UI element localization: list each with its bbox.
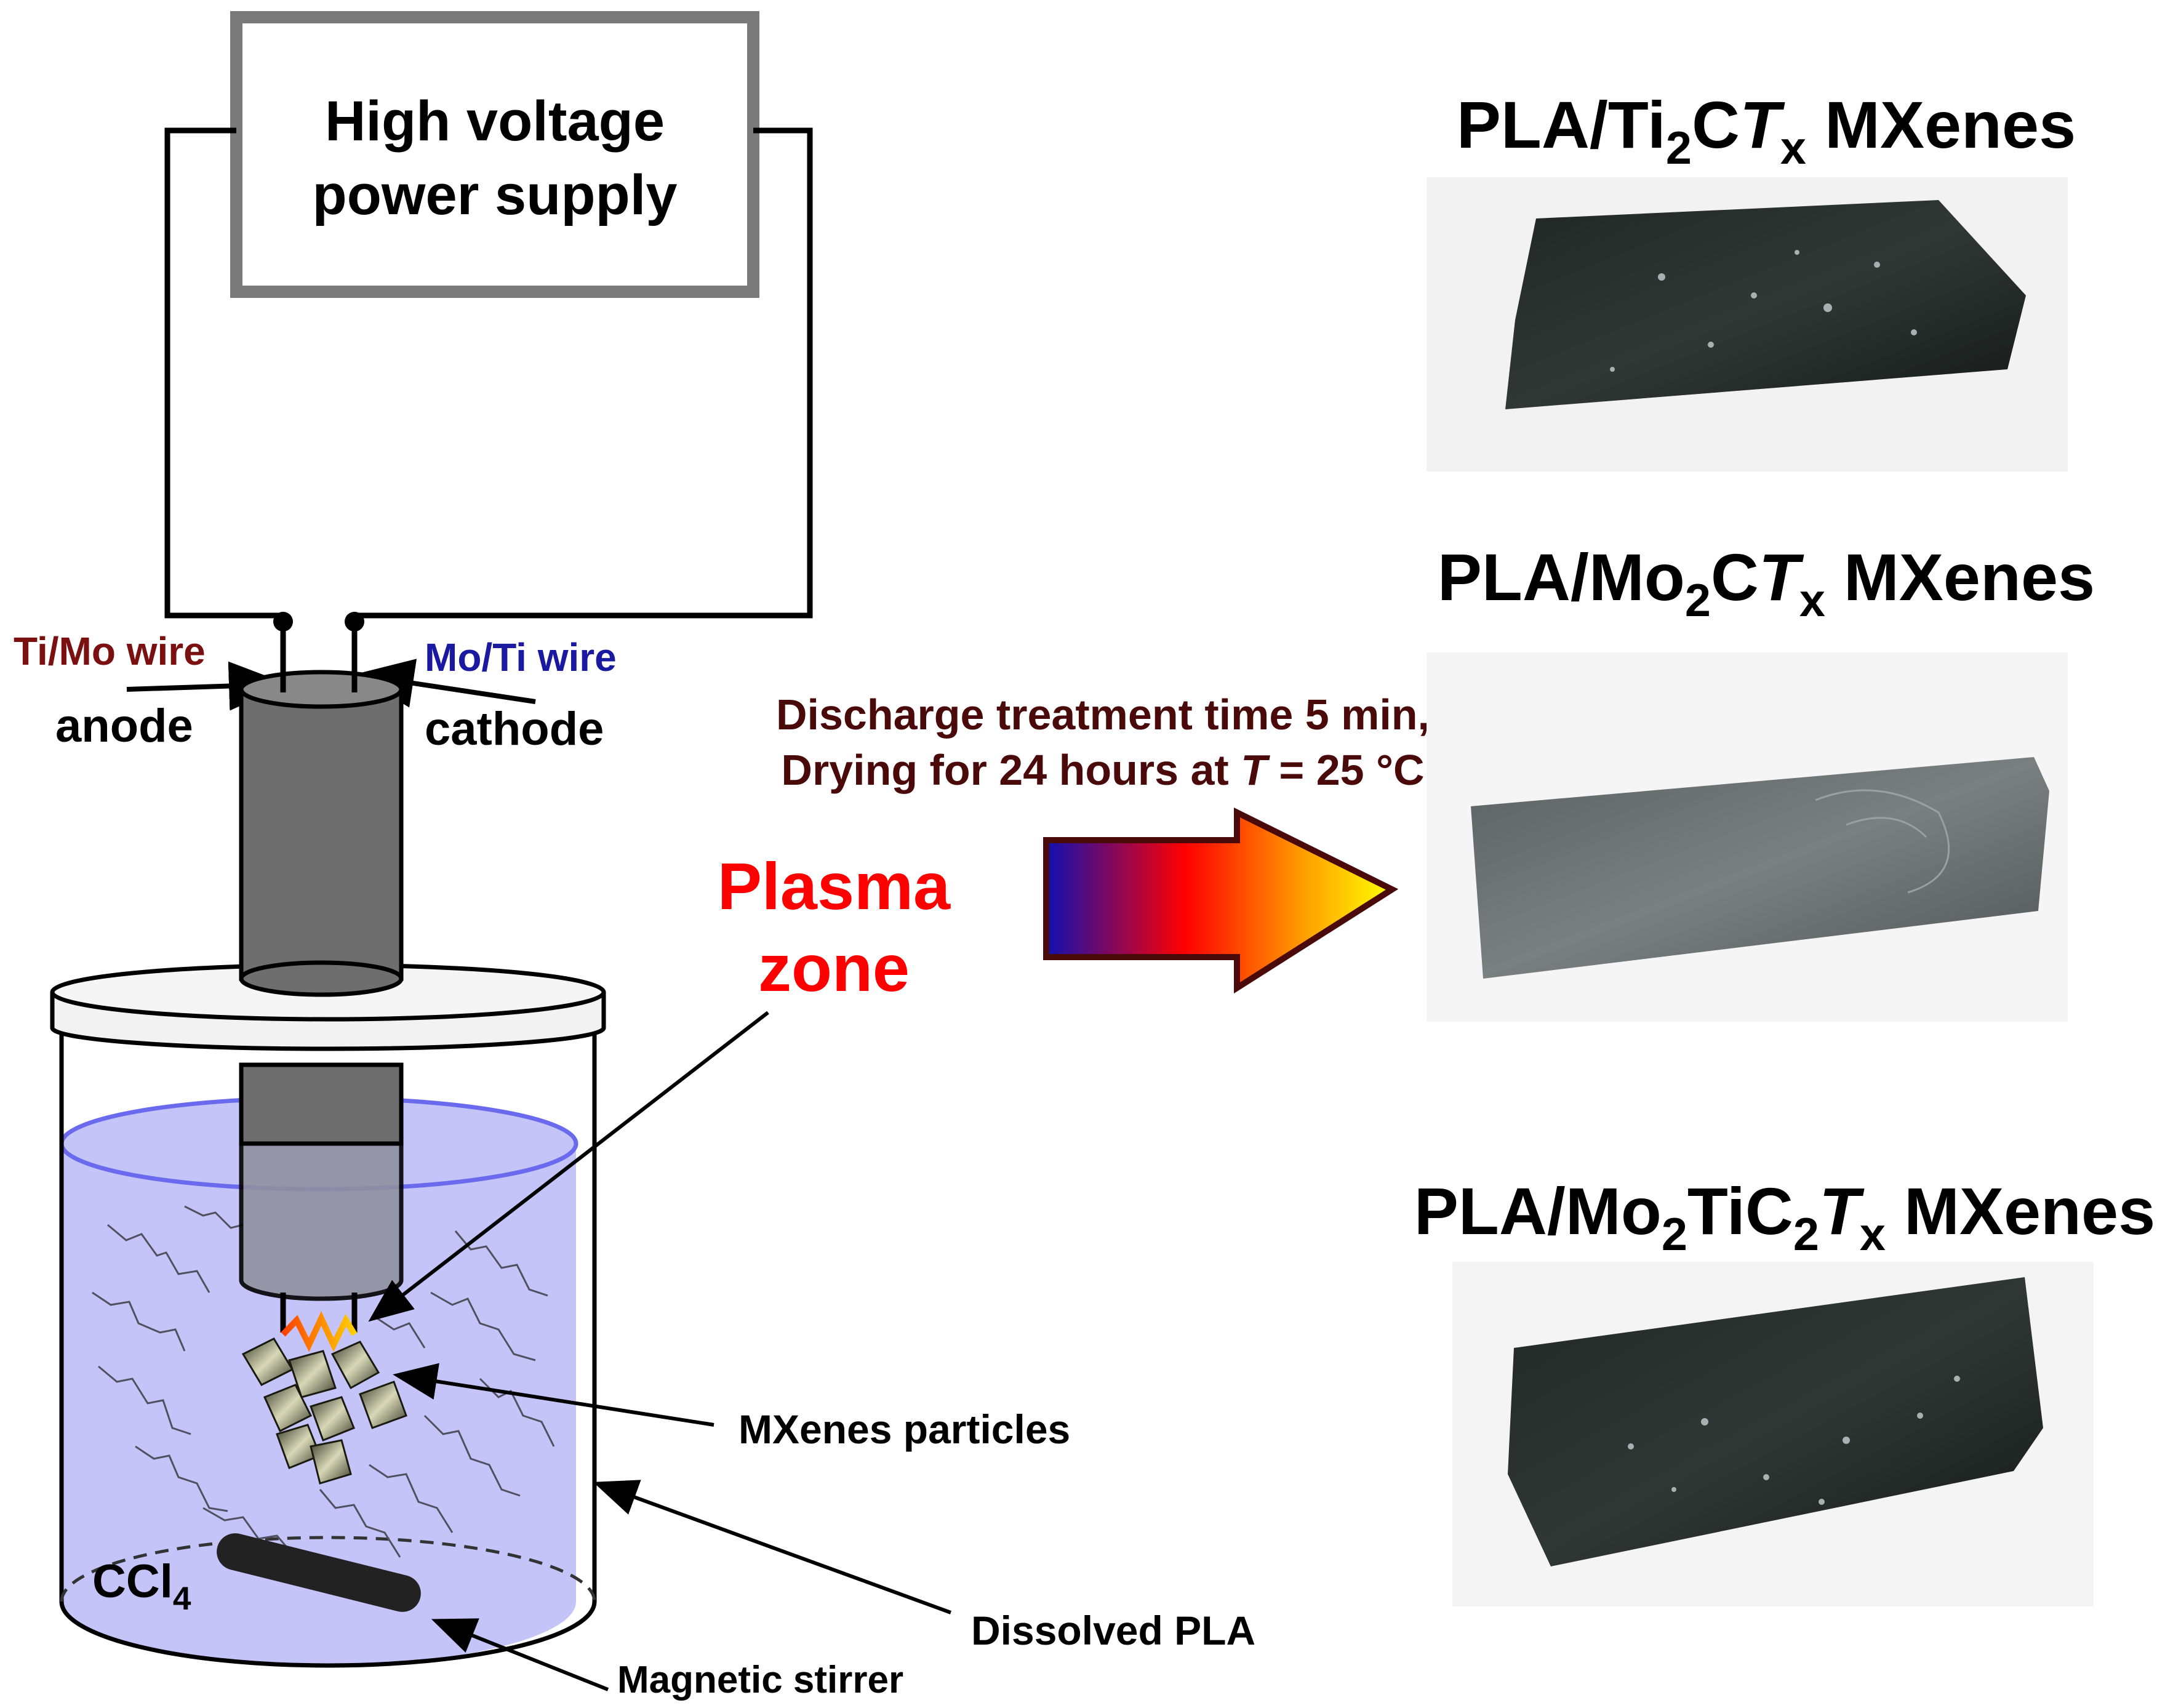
process-line2: Drying for 24 hours at T = 25 °C (781, 746, 1424, 794)
cathode-label: cathode (425, 703, 604, 755)
electrode-holder-upper (239, 687, 404, 981)
dissolved-pla-pointer (593, 1480, 952, 1614)
process-arrow (1043, 807, 1399, 994)
plasma-zone-line2: zone (758, 931, 910, 1005)
sample-2-photo (1427, 652, 2068, 1022)
anode-label: anode (55, 700, 193, 752)
particles-pointer (393, 1363, 714, 1427)
process-line1: Discharge treatment time 5 min, (776, 691, 1430, 739)
sample-3-film (1508, 1277, 2043, 1566)
right-wire-label: Mo/Ti wire (425, 635, 617, 680)
sample-3-title: PLA/Mo2TiC2Tx MXenes (1414, 1174, 2155, 1261)
plasma-spark (281, 1311, 358, 1352)
electrode-holder-top (239, 670, 404, 709)
mxene-particles (241, 1337, 407, 1485)
left-wire-label: Ti/Mo wire (14, 629, 206, 673)
beaker-bottom (59, 1601, 597, 1668)
stirrer-label: Magnetic stirrer (617, 1659, 903, 1701)
electrode-holder-lower-dry (239, 1062, 404, 1146)
sample-1-title: PLA/Ti2CTx MXenes (1457, 87, 2076, 174)
sample-1-film (1505, 200, 2026, 409)
sample-1-photo (1427, 177, 2068, 471)
particles-label: MXenes particles (738, 1406, 1070, 1452)
magnetic-stirrer-bar (217, 1533, 421, 1612)
sample-2-title: PLA/Mo2CTx MXenes (1438, 540, 2095, 627)
electrode-holder-submerged (239, 1141, 404, 1301)
sample-3-photo (1452, 1262, 2094, 1606)
power-supply-line2: power supply (313, 164, 678, 227)
power-supply-box (230, 11, 759, 298)
solvent-label: CCl4 (92, 1555, 191, 1617)
beaker-back-bottom (60, 1536, 596, 1602)
beaker: CCl4 (50, 615, 606, 1668)
pla-threads (92, 1205, 555, 1558)
power-supply-line1: High voltage (325, 90, 665, 153)
power-supply: High voltage power supply (230, 11, 759, 298)
stirrer-pointer (431, 1618, 609, 1691)
dissolved-pla-label: Dissolved PLA (971, 1608, 1255, 1653)
plasma-zone-pointer (368, 1011, 769, 1322)
sample-2-film (1471, 757, 2049, 979)
plasma-zone-line1: Plasma (718, 849, 951, 923)
